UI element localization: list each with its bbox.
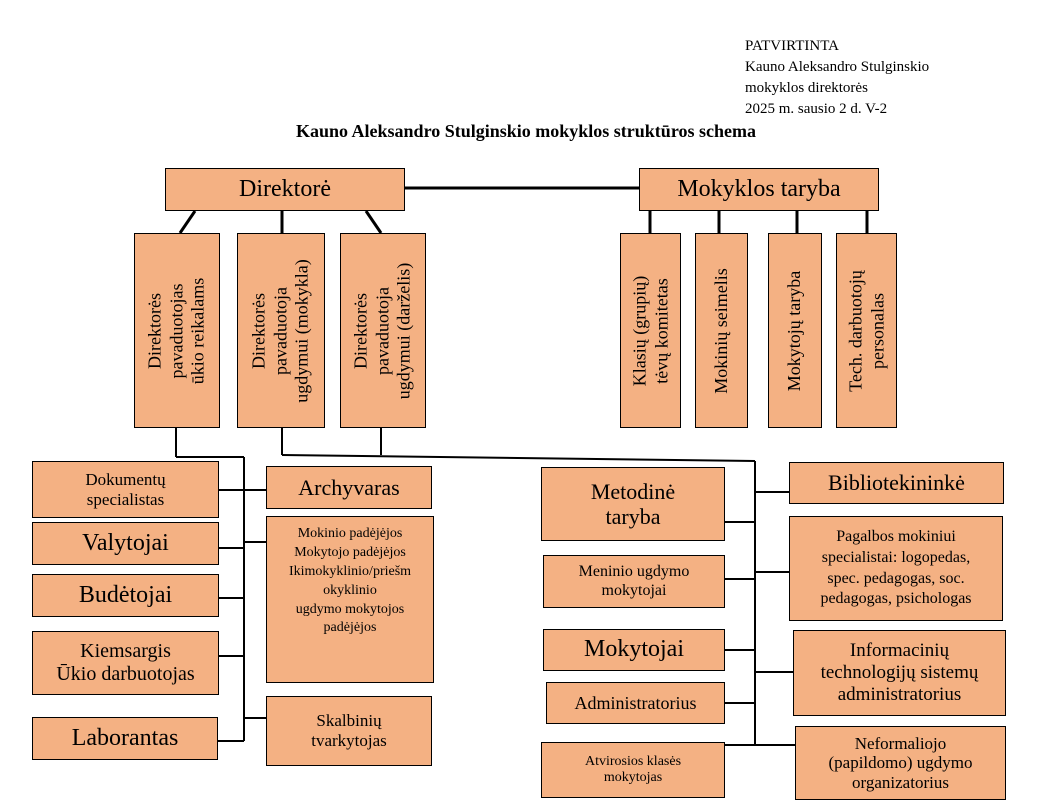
deputy-kindergarten-line: Direktorės — [350, 292, 371, 369]
it-administrator-box: Informacinių technologijų sistemų admini… — [793, 630, 1006, 716]
deputy-kindergarten-education-box: Direktorės pavaduotoja ugdymui (darželis… — [340, 233, 426, 428]
methodical-council-box: Metodinė taryba — [541, 467, 725, 541]
teachers-label: Mokytojai — [584, 636, 684, 663]
teachers-council-line: Mokytojų taryba — [784, 270, 805, 391]
nonformal-education-box: Neformaliojo (papildomo) ugdymo organiza… — [795, 726, 1006, 800]
technical-staff-box: Tech. darbuotojų personalas — [836, 233, 897, 428]
librarian-box: Bibliotekininkė — [789, 462, 1004, 504]
assistants-label: Mokinio padėjėjos Mokytojo padėjėjos Iki… — [288, 526, 412, 636]
duty-staff-label: Budėtojai — [78, 581, 173, 608]
nonformal-education-label: Neformaliojo (papildomo) ugdymo organiza… — [828, 733, 973, 792]
approval-heading: PATVIRTINTA — [745, 38, 840, 54]
connector — [281, 454, 756, 462]
teachers-box: Mokytojai — [543, 629, 725, 671]
diagram-title: Kauno Aleksandro Stulginskio mokyklos st… — [296, 121, 756, 141]
document-specialist-box: Dokumentų specialistas — [32, 461, 219, 518]
methodical-council-label: Metodinė taryba — [590, 478, 676, 529]
deputy-school-line: pavaduotoja — [270, 286, 291, 375]
librarian-label: Bibliotekininkė — [828, 470, 965, 496]
deputy-kindergarten-line: ugdymui (darželis) — [393, 262, 414, 399]
student-support-label: Pagalbos mokiniui specialistai: logopeda… — [820, 527, 972, 608]
archivist-box: Archyvaras — [266, 466, 432, 509]
approval-block: PATVIRTINTA Kauno Aleksandro Stulginskio… — [745, 36, 929, 120]
deputy-kindergarten-line: pavaduotoja — [372, 286, 393, 375]
student-support-box: Pagalbos mokiniui specialistai: logopeda… — [789, 516, 1003, 621]
deputy-school-education-box: Direktorės pavaduotoja ugdymui (mokykla) — [237, 233, 325, 428]
deputy-economic-box: Direktorės pavaduotojas ūkio reikalams — [134, 233, 220, 428]
approval-date: 2025 m. sausio 2 d. V-2 — [745, 101, 888, 117]
cleaners-label: Valytojai — [82, 529, 169, 556]
cleaners-box: Valytojai — [32, 522, 219, 565]
art-teachers-label: Meninio ugdymo mokytojai — [578, 563, 690, 599]
deputy-economic-line: ūkio reikalams — [187, 277, 208, 384]
open-class-teacher-box: Atvirosios klasės mokytojas — [541, 742, 725, 798]
technical-staff-line: personalas — [866, 292, 887, 369]
student-council-box: Mokinių seimelis — [695, 233, 748, 428]
laundry-keeper-label: Skalbinių tvarkytojas — [311, 711, 387, 750]
deputy-economic-line: Direktorės — [144, 292, 165, 369]
laboratory-assistant-label: Laborantas — [71, 724, 179, 751]
assistants-box: Mokinio padėjėjos Mokytojo padėjėjos Iki… — [266, 516, 434, 683]
laundry-keeper-box: Skalbinių tvarkytojas — [266, 696, 432, 766]
administrator-label: Administratorius — [574, 692, 697, 713]
school-council-box: Mokyklos taryba — [639, 168, 879, 211]
open-class-teacher-label: Atvirosios klasės mokytojas — [584, 753, 682, 785]
document-specialist-label: Dokumentų specialistas — [85, 469, 166, 509]
connector — [178, 210, 197, 234]
teachers-council-box: Mokytojų taryba — [768, 233, 822, 428]
deputy-economic-line: pavaduotojas — [166, 283, 187, 378]
archivist-label: Archyvaras — [298, 474, 400, 500]
technical-staff-line: Tech. darbuotojų — [844, 269, 865, 392]
yard-keeper-box: Kiemsargis Ūkio darbuotojas — [32, 631, 219, 695]
it-administrator-label: Informacinių technologijų sistemų admini… — [820, 640, 979, 705]
approval-line: mokyklos direktorės — [745, 80, 868, 96]
approval-line: Kauno Aleksandro Stulginskio — [745, 59, 930, 75]
student-council-line: Mokinių seimelis — [710, 267, 731, 394]
parents-committee-box: Klasių (grupių) tėvų komitetas — [620, 233, 681, 428]
director-label: Direktorė — [239, 175, 331, 202]
duty-staff-box: Budėtojai — [32, 574, 219, 617]
yard-keeper-label: Kiemsargis Ūkio darbuotojas — [56, 640, 195, 685]
parents-committee-line: tėvų komitetas — [650, 277, 671, 384]
deputy-school-line: Direktorės — [248, 292, 269, 369]
school-council-label: Mokyklos taryba — [677, 175, 841, 202]
director-box: Direktorė — [165, 168, 405, 211]
parents-committee-line: Klasių (grupių) — [628, 275, 649, 386]
deputy-school-line: ugdymui (mokykla) — [291, 258, 312, 403]
laboratory-assistant-box: Laborantas — [32, 717, 218, 760]
art-teachers-box: Meninio ugdymo mokytojai — [543, 555, 725, 608]
administrator-box: Administratorius — [546, 682, 725, 724]
connector — [364, 210, 383, 234]
